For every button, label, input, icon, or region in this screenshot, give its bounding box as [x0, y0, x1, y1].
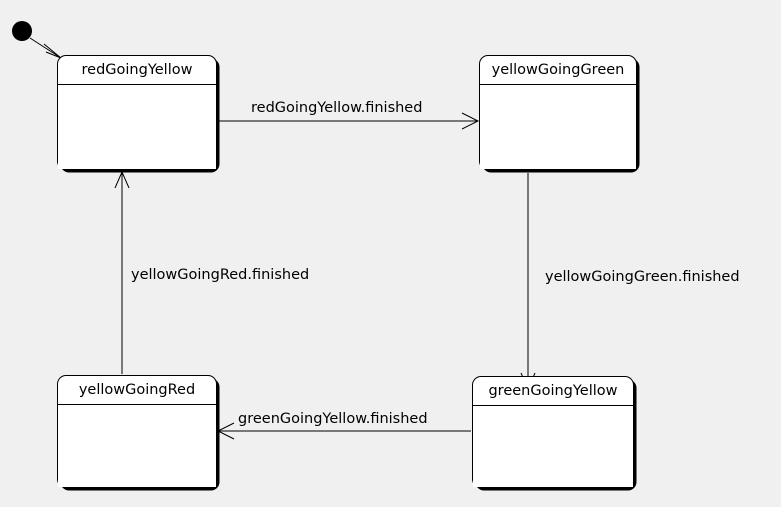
transition-label-yellowGoingGreen-finished: yellowGoingGreen.finished [545, 269, 740, 285]
edge-greenGoingYellow-to-yellowGoingRed [216, 422, 471, 440]
transition-label-yellowGoingRed-finished: yellowGoingRed.finished [131, 267, 310, 283]
transition-label-redGoingYellow-finished: redGoingYellow.finished [251, 100, 423, 116]
state-title-yellowGoingRed: yellowGoingRed [58, 376, 216, 405]
state-node-yellowGoingGreen[interactable]: yellowGoingGreen [479, 55, 637, 170]
state-title-yellowGoingGreen: yellowGoingGreen [480, 56, 636, 85]
state-title-redGoingYellow: redGoingYellow [58, 56, 216, 85]
initial-state-node[interactable] [12, 21, 32, 41]
edge-yellowGoingGreen-to-greenGoingYellow [520, 173, 536, 391]
state-title-greenGoingYellow: greenGoingYellow [473, 377, 633, 406]
state-node-greenGoingYellow[interactable]: greenGoingYellow [472, 376, 634, 488]
state-body-redGoingYellow [58, 85, 216, 169]
transition-label-greenGoingYellow-finished: greenGoingYellow.finished [238, 411, 428, 427]
edge-initial-to-redGoingYellow [29, 37, 62, 59]
state-body-yellowGoingGreen [480, 85, 636, 169]
edge-yellowGoingRed-to-redGoingYellow [114, 170, 130, 374]
state-body-greenGoingYellow [473, 406, 633, 487]
state-node-redGoingYellow[interactable]: redGoingYellow [57, 55, 217, 170]
state-node-yellowGoingRed[interactable]: yellowGoingRed [57, 375, 217, 488]
edge-redGoingYellow-to-yellowGoingGreen [217, 112, 480, 130]
state-body-yellowGoingRed [58, 405, 216, 487]
